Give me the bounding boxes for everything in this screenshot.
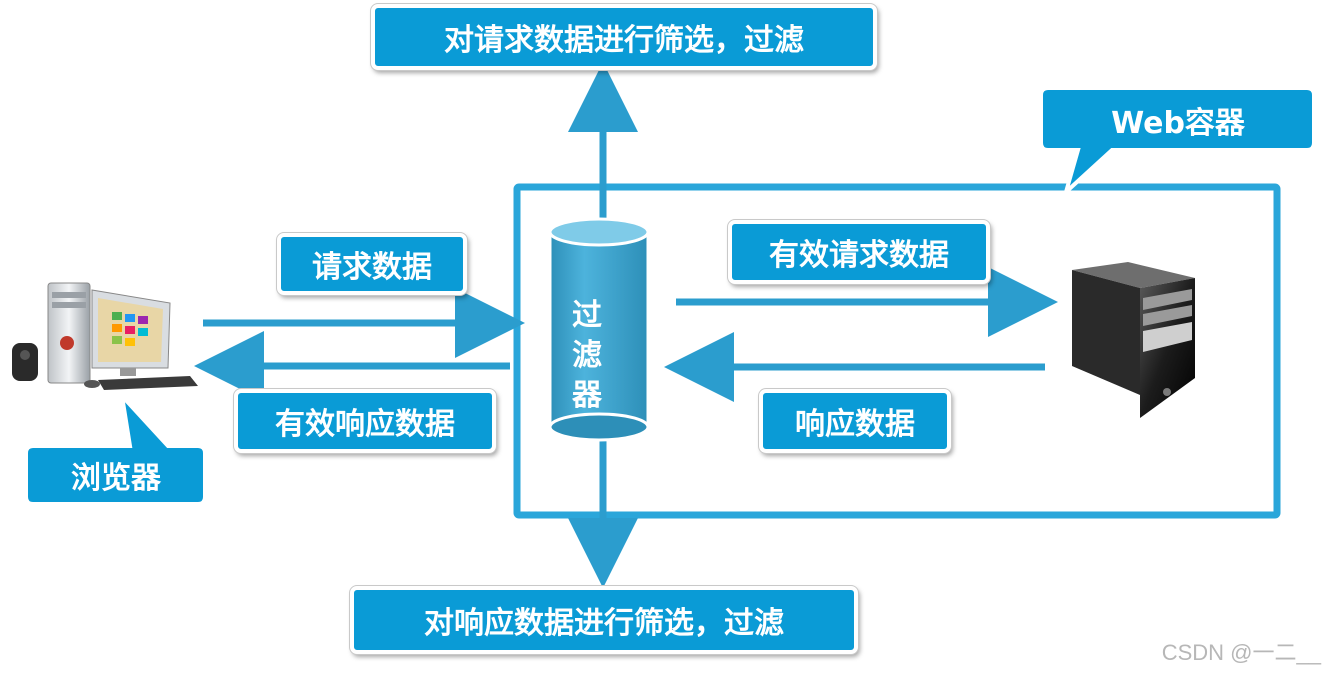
response-data-text: 响应数据 bbox=[795, 407, 915, 442]
filter-response-label: 对响应数据进行筛选，过滤 bbox=[350, 586, 858, 654]
browser-callout bbox=[24, 389, 207, 506]
filter-response-text: 对响应数据进行筛选，过滤 bbox=[424, 606, 784, 641]
request-data-box: 请求数据 bbox=[277, 233, 467, 295]
response-data-box: 响应数据 bbox=[759, 389, 951, 453]
filter-request-text: 对请求数据进行筛选，过滤 bbox=[444, 23, 804, 58]
browser-text: 浏览器 bbox=[71, 461, 161, 496]
valid-request-data-box: 有效请求数据 bbox=[728, 220, 990, 284]
request-data-text: 请求数据 bbox=[312, 250, 432, 285]
web-container-callout bbox=[1039, 86, 1316, 199]
filter-text: 过 滤 器 bbox=[572, 298, 602, 413]
filter-request-label: 对请求数据进行筛选，过滤 bbox=[371, 4, 877, 70]
valid-response-data-text: 有效响应数据 bbox=[275, 407, 455, 442]
web-container-text: Web容器 bbox=[1111, 106, 1245, 141]
server-tower-icon bbox=[1072, 262, 1195, 418]
desktop-computer-icon bbox=[12, 282, 198, 390]
filter-cylinder bbox=[548, 217, 650, 442]
valid-response-data-box: 有效响应数据 bbox=[234, 389, 496, 453]
watermark: CSDN @一二__ bbox=[1161, 640, 1321, 665]
valid-request-data-text: 有效请求数据 bbox=[769, 238, 949, 273]
